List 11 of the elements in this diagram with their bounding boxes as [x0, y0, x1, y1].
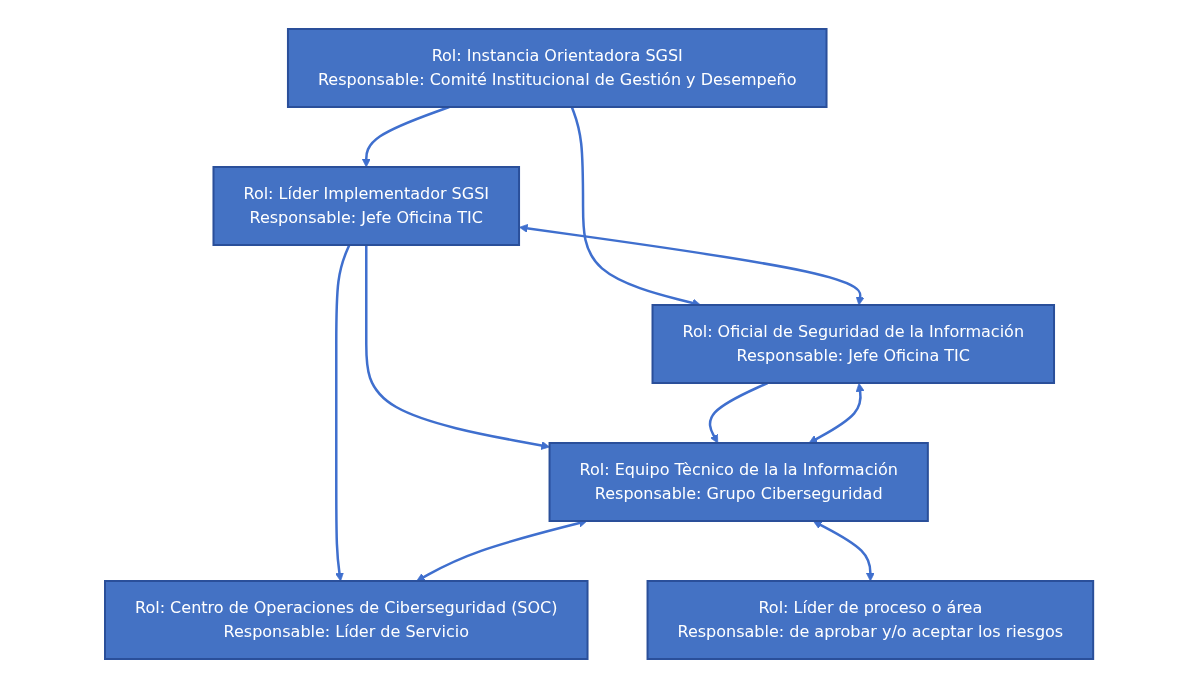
- node-box: Rol: Equipo Tècnico de la la Información Responsable: Grupo Ciberseguridad: [548, 442, 929, 522]
- arrow: [808, 383, 865, 444]
- arrow: [364, 245, 550, 450]
- node-box: Rol: Centro de Operaciones de Ciberseguridad (SOC) Responsable: Líder de Servicio: [103, 580, 589, 660]
- node-box: Rol: Instancia Orientadora SGSI Responsable: Comité Institucional de Gestión y Desempeño: [286, 28, 828, 108]
- arrow: [334, 244, 351, 582]
- arrow: [518, 224, 865, 306]
- node-box: Rol: Oficial de Seguridad de la Información Responsable: Jefe Oficina TIC: [651, 304, 1055, 384]
- node-box: Rol: Líder Implementador SGSI Responsable: Jefe Oficina TIC: [212, 166, 520, 246]
- node-box: Rol: Líder de proceso o área Responsable: de aprobar y/o aceptar los riesgos: [646, 580, 1095, 660]
- arrow: [812, 520, 875, 582]
